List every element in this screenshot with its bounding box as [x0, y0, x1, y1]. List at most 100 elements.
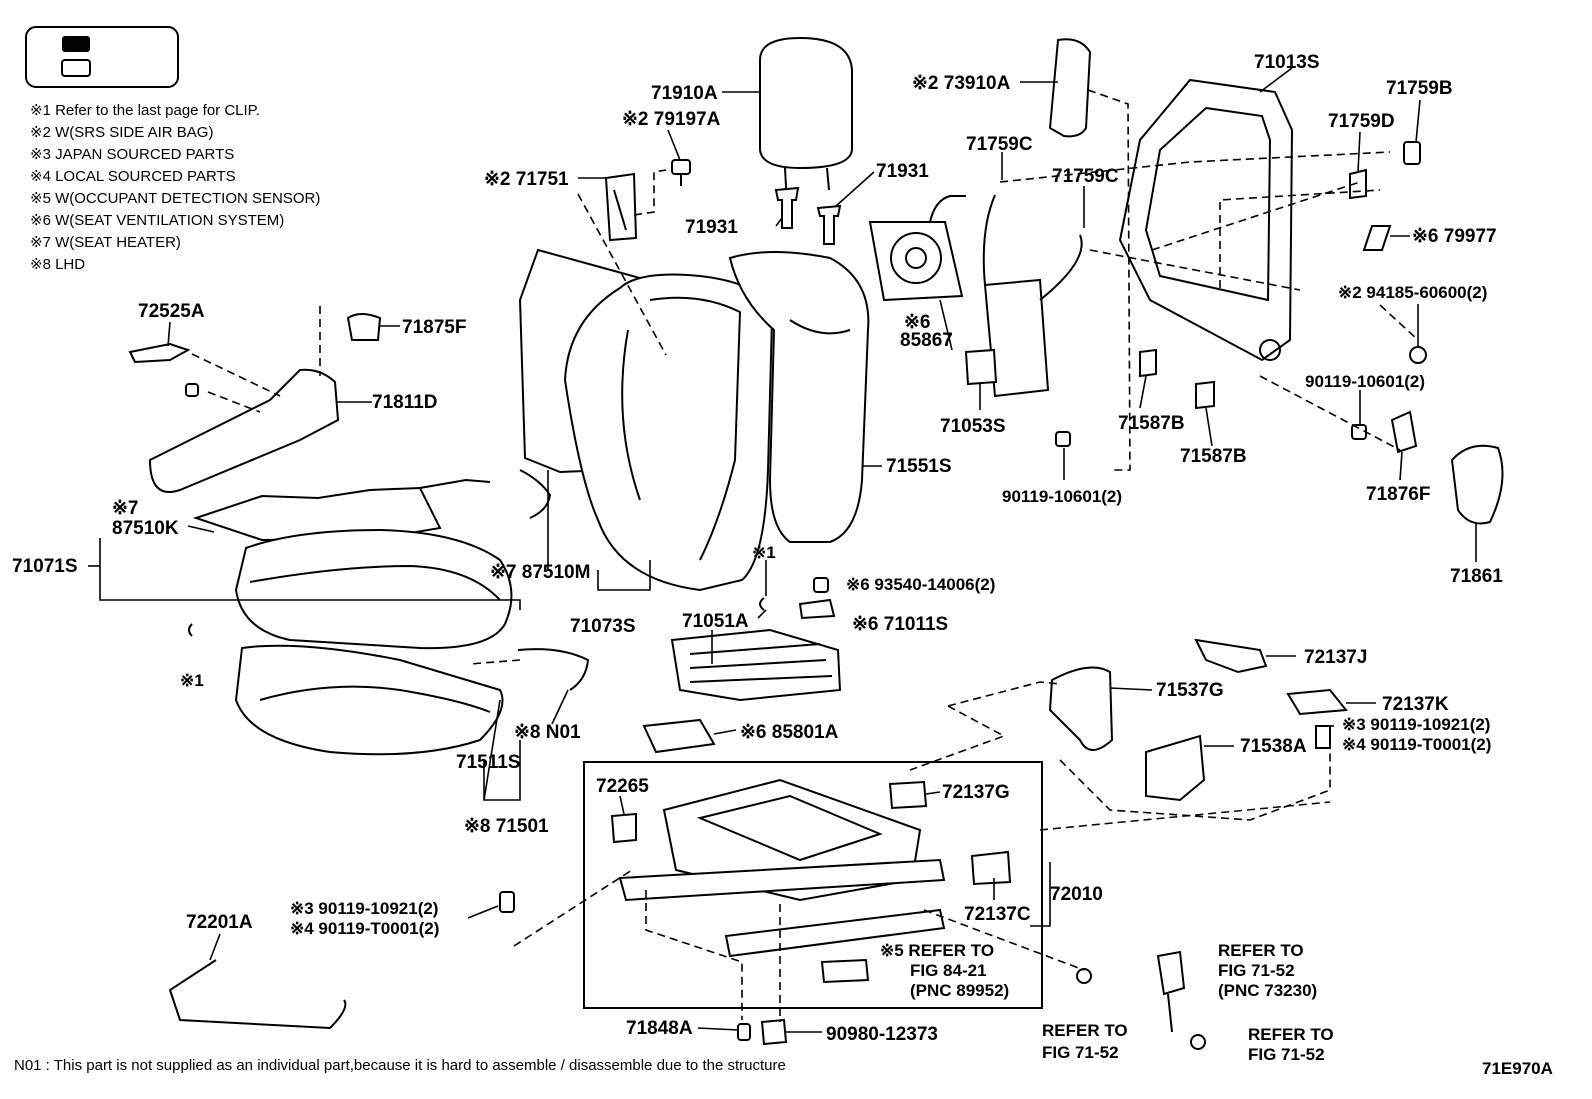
assembly-lines [191, 89, 1419, 1022]
label-79197A: ※2 79197A [622, 109, 721, 130]
label-71537G: 71537G [1156, 680, 1224, 701]
right-small-parts-drawing [1055, 141, 1504, 525]
label-71071S: 71071S [12, 556, 78, 577]
label-87510M: ※7 87510M [490, 562, 590, 583]
seatbelt-buckle-drawing [1076, 950, 1206, 1050]
label-71051A: 71051A [682, 611, 749, 632]
bolt-79197A-drawing [671, 159, 691, 186]
seat-track-box [583, 761, 1043, 1046]
label-ref-84-21-line2: FIG 84-21 [910, 961, 987, 980]
label-72137K: 72137K [1382, 694, 1449, 715]
label-ref-71-52-a-line2: FIG 71-52 [1042, 1043, 1119, 1062]
label-71811D: 71811D [372, 392, 438, 413]
label-71759C-b: 71759C [1052, 166, 1119, 187]
clip-drawing-right [759, 597, 765, 611]
label-85867-mark: ※6 [904, 312, 931, 333]
label-73910A: ※2 73910A [912, 73, 1011, 94]
legend-notes: ※1 Refer to the last page for CLIP. ※2 W… [30, 102, 320, 273]
label-90119-T0001-right: ※4 90119-T0001(2) [1342, 735, 1491, 754]
label-72010: 72010 [1050, 884, 1103, 905]
label-71751: ※2 71751 [484, 169, 569, 190]
label-71861: 71861 [1450, 566, 1503, 587]
fan-85801A-drawing [642, 718, 716, 754]
headrest-guide-drawing [774, 186, 842, 245]
label-clip-left: ※1 [180, 671, 204, 690]
bolt-left-drawing [499, 891, 515, 913]
label-71551S: 71551S [886, 456, 952, 477]
label-ref-71-52-right-line3: (PNC 73230) [1218, 981, 1317, 1000]
leader-lines [88, 67, 1477, 1033]
headrest-drawing [759, 36, 853, 206]
label-71587B-a: 71587B [1118, 413, 1185, 434]
label-90119-10921-right: ※3 90119-10921(2) [1342, 715, 1490, 734]
label-clip-right: ※1 [752, 543, 776, 562]
spring-mat-drawing [670, 628, 842, 702]
label-71848A: 71848A [626, 1018, 693, 1039]
label-71910A: 71910A [651, 83, 718, 104]
bracket-71751-drawing [604, 172, 638, 242]
label-71587B-b: 71587B [1180, 446, 1247, 467]
part-labels: 71910A ※2 79197A ※2 71751 71931 71931 ※2… [12, 52, 1503, 1064]
label-90980-12373: 90980-12373 [826, 1024, 938, 1045]
label-93540-14006: ※6 93540-14006(2) [846, 575, 995, 594]
label-ref-71-52-b-line2: FIG 71-52 [1248, 1045, 1325, 1064]
seatback-frame-drawing [1118, 78, 1294, 362]
label-ref-71-52-a-line1: REFER TO [1042, 1021, 1128, 1040]
label-ref-84-21-line1: ※5 REFER TO [880, 941, 994, 960]
footnote: N01 : This part is not supplied as an in… [14, 1057, 786, 1074]
label-85801A: ※6 85801A [740, 722, 839, 743]
label-ref-71-52-right-line1: REFER TO [1218, 941, 1304, 960]
label-94185-60600: ※2 94185-60600(2) [1338, 283, 1487, 302]
label-72137G: 72137G [942, 782, 1010, 803]
label-71511S: 71511S [456, 752, 520, 773]
label-72265: 72265 [596, 776, 649, 797]
label-ref-84-21-line3: (PNC 89952) [910, 981, 1009, 1000]
label-71931-right: 71931 [876, 161, 929, 182]
lumbar-panel-drawing [964, 194, 1083, 398]
bolt-93540-drawing [798, 577, 836, 620]
legend-box [25, 26, 179, 88]
clip-drawing-left [188, 623, 193, 637]
seat-cushion-pad-drawing [234, 644, 504, 756]
label-71073S: 71073S [570, 616, 636, 637]
label-71501: ※8 71501 [464, 816, 549, 837]
wire-72201A-drawing [168, 959, 347, 1030]
label-71759C-a: 71759C [966, 134, 1033, 155]
label-72137C: 72137C [964, 904, 1031, 925]
label-87510K-mark: ※7 [112, 498, 139, 519]
label-71011S: ※6 71011S [852, 614, 948, 635]
seatback-cover-drawing [563, 273, 774, 592]
label-71876F: 71876F [1366, 484, 1430, 505]
label-71931-left: 71931 [685, 217, 738, 238]
label-72201A: 72201A [186, 912, 253, 933]
label-90119-T0001-left: ※4 90119-T0001(2) [290, 919, 439, 938]
figure-id: 71E970A [1482, 1059, 1553, 1078]
side-shield-drawing [128, 313, 382, 493]
legend-empty-swatch [61, 59, 91, 77]
harness-N01-drawing [517, 648, 590, 691]
label-72525A: 72525A [138, 301, 205, 322]
label-79977: ※6 79977 [1412, 226, 1497, 247]
label-71759D: 71759D [1328, 111, 1395, 132]
side-covers-drawing [1048, 638, 1348, 802]
label-71875F: 71875F [402, 317, 466, 338]
note-5: ※5 W(OCCUPANT DETECTION SENSOR) [30, 190, 320, 207]
note-6: ※6 W(SEAT VENTILATION SYSTEM) [30, 212, 284, 229]
label-90119-10601-right: 90119-10601(2) [1305, 372, 1425, 391]
label-87510K: 87510K [112, 518, 179, 539]
label-ref-71-52-b-line1: REFER TO [1248, 1025, 1334, 1044]
seat-cushion-cover-drawing [234, 528, 513, 650]
note-8: ※8 LHD [30, 256, 85, 273]
label-71538A: 71538A [1240, 736, 1307, 757]
label-N01: ※8 N01 [514, 722, 581, 743]
label-71013S: 71013S [1254, 52, 1320, 73]
note-3: ※3 JAPAN SOURCED PARTS [30, 146, 234, 163]
note-2: ※2 W(SRS SIDE AIR BAG) [30, 124, 213, 141]
seatback-pad-drawing [728, 251, 870, 543]
note-1: ※1 Refer to the last page for CLIP. [30, 102, 260, 119]
side-airbag-drawing [1048, 38, 1092, 138]
note-4: ※4 LOCAL SOURCED PARTS [30, 168, 236, 185]
label-90119-10601-center: 90119-10601(2) [1002, 487, 1122, 506]
label-90119-10921-left: ※3 90119-10921(2) [290, 899, 438, 918]
